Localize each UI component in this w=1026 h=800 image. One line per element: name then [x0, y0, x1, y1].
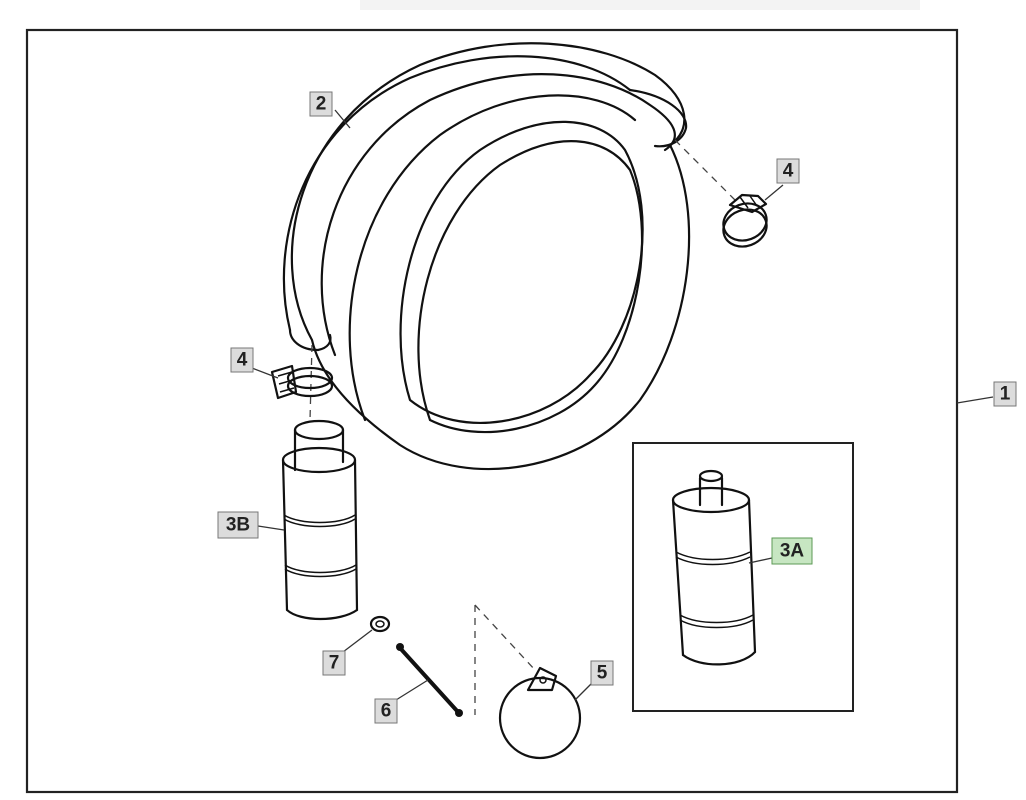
- hose-inner-loop-1: [399, 120, 644, 424]
- hose-loop-3: [320, 73, 676, 357]
- main-frame: [25, 28, 959, 794]
- o-ring-7[interactable]: [369, 615, 391, 633]
- inset-box: [632, 442, 854, 712]
- dash-line-left-clamp: [309, 344, 313, 421]
- leader-6: [395, 679, 429, 701]
- top-shadow: [360, 0, 920, 10]
- cylinder-3a[interactable]: [671, 469, 757, 666]
- leader-3b: [257, 525, 285, 531]
- dash-line-weight: [474, 604, 536, 715]
- rod-6[interactable]: [396, 643, 463, 717]
- leader-1: [956, 396, 994, 404]
- svg-text:4: 4: [237, 350, 248, 371]
- callout-4-top: 4: [776, 158, 800, 184]
- callout-3a: 3A: [771, 537, 813, 565]
- leader-7: [342, 629, 373, 653]
- svg-text:4: 4: [783, 161, 794, 182]
- svg-text:1: 1: [1000, 384, 1011, 405]
- svg-text:3B: 3B: [226, 515, 250, 536]
- leader-3a: [748, 557, 773, 564]
- hose-right-end: [628, 88, 688, 148]
- hose-left-end: [288, 328, 332, 352]
- leader-4-left: [251, 367, 279, 379]
- callout-4-left: 4: [230, 347, 254, 373]
- hose-coil[interactable]: [282, 42, 691, 471]
- callout-1: 1: [993, 381, 1017, 407]
- leader-2: [334, 109, 351, 129]
- leader-4-top: [764, 184, 784, 201]
- callout-5: 5: [590, 660, 614, 686]
- callout-6: 6: [374, 698, 398, 724]
- hose-clamp-left[interactable]: [270, 364, 334, 400]
- callout-3b: 3B: [217, 511, 259, 539]
- weight-5[interactable]: [498, 666, 582, 760]
- svg-text:3A: 3A: [780, 541, 805, 562]
- callout-7: 7: [322, 650, 346, 676]
- svg-text:7: 7: [329, 653, 340, 674]
- leader-5: [574, 683, 592, 701]
- callout-2: 2: [309, 91, 333, 117]
- dash-line-top-clamp: [674, 139, 736, 201]
- hose-loop-2: [282, 55, 632, 332]
- svg-text:6: 6: [381, 701, 392, 722]
- hose-inner-loop-2: [417, 140, 644, 434]
- hose-loop-4: [348, 94, 637, 422]
- cylinder-3b[interactable]: [281, 419, 359, 620]
- svg-text:5: 5: [597, 663, 608, 684]
- svg-text:2: 2: [316, 94, 327, 115]
- hose-clamp-top[interactable]: [718, 193, 772, 252]
